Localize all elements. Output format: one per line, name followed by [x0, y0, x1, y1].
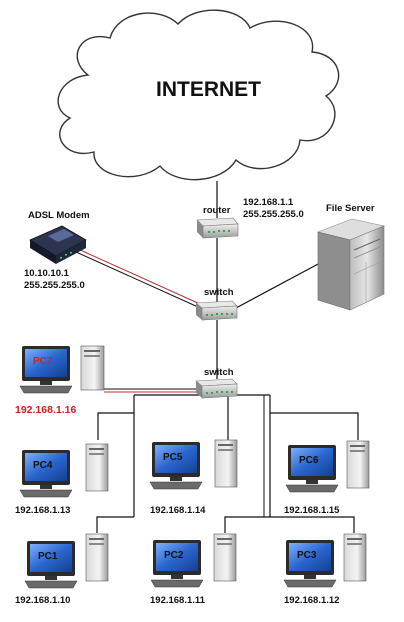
- file-server-device: [317, 218, 386, 311]
- internet-cloud: [57, 9, 340, 181]
- pc6-ip: 192.168.1.15: [284, 505, 340, 516]
- pc6-name: PC6: [299, 455, 319, 466]
- pc5-computer: [149, 439, 238, 490]
- pc2-computer: [150, 533, 237, 588]
- router-mask: 255.255.255.0: [243, 209, 304, 220]
- pc7-ip: 192.168.1.16: [15, 404, 77, 416]
- pc3-ip: 192.168.1.12: [284, 595, 340, 606]
- pc1-name: PC1: [38, 551, 58, 562]
- switch2-label: switch: [204, 367, 234, 378]
- router-ip: 192.168.1.1: [243, 197, 294, 208]
- pc4-ip: 192.168.1.13: [15, 505, 71, 516]
- pc3-name: PC3: [297, 550, 317, 561]
- pc2-ip: 192.168.1.11: [150, 595, 205, 606]
- pc4-computer: [19, 443, 109, 498]
- modem-label: ADSL Modem: [28, 210, 90, 221]
- pc6-computer: [285, 440, 370, 493]
- modem-ip: 10.10.10.1: [24, 268, 69, 279]
- internet-label: INTERNET: [156, 78, 261, 101]
- adsl-modem-device: [29, 225, 87, 264]
- switch-device-2: [195, 378, 238, 399]
- pc4-name: PC4: [33, 460, 53, 471]
- modem-mask: 255.255.255.0: [24, 280, 85, 291]
- router-label: router: [203, 205, 231, 216]
- pc1-computer: [24, 533, 109, 589]
- router-device: [196, 217, 239, 239]
- switch-device-1: [195, 300, 238, 321]
- server-label: File Server: [326, 203, 375, 214]
- pc7-computer: [19, 345, 105, 394]
- pc7-name: PC7: [33, 356, 53, 367]
- pc2-name: PC2: [164, 550, 184, 561]
- pc5-ip: 192.168.1.14: [150, 505, 206, 516]
- pc1-ip: 192.168.1.10: [15, 595, 71, 606]
- switch1-label: switch: [204, 287, 234, 298]
- pc3-computer: [283, 533, 367, 588]
- pc5-name: PC5: [163, 452, 183, 463]
